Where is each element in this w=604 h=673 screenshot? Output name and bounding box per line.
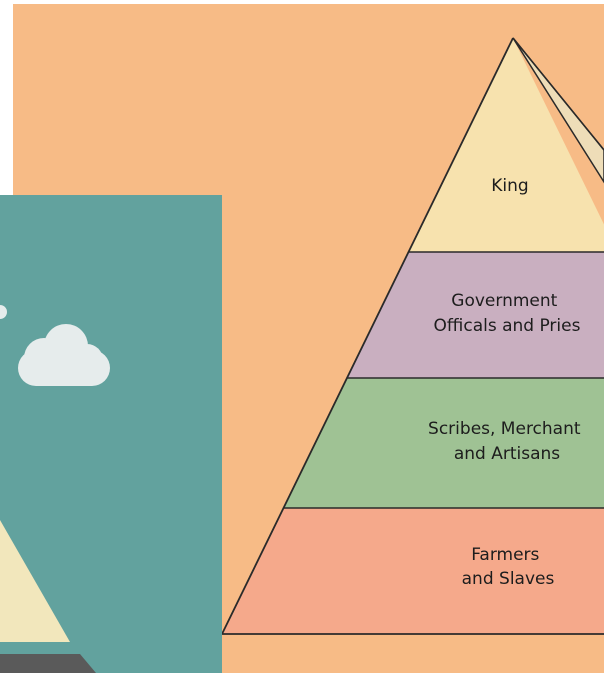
pyramid-left-edge — [221, 37, 514, 635]
pyramid-tier-officials — [346, 252, 604, 378]
pyramid-right-edge — [512, 37, 604, 151]
tier-label-officials: Government Officals and Pries — [434, 291, 581, 336]
tier-label-scribes: Scribes, Merchant and Artisans — [428, 419, 586, 464]
tier-label-king: King — [491, 176, 528, 196]
cloud-icon — [18, 324, 110, 386]
teal-overlay-panel — [0, 195, 222, 673]
tier-label-farmers: Farmers and Slaves — [462, 545, 555, 589]
mountain-shape — [0, 520, 70, 642]
tier-labels: King Government Officals and Pries Scrib… — [428, 176, 586, 589]
partial-dot-icon — [0, 305, 7, 319]
pyramid-tier-king — [408, 38, 604, 252]
pyramid-tier-scribes — [283, 378, 604, 508]
pyramid-tier-farmers — [222, 508, 604, 634]
pyramid — [221, 37, 604, 635]
ground-strip — [0, 654, 96, 673]
